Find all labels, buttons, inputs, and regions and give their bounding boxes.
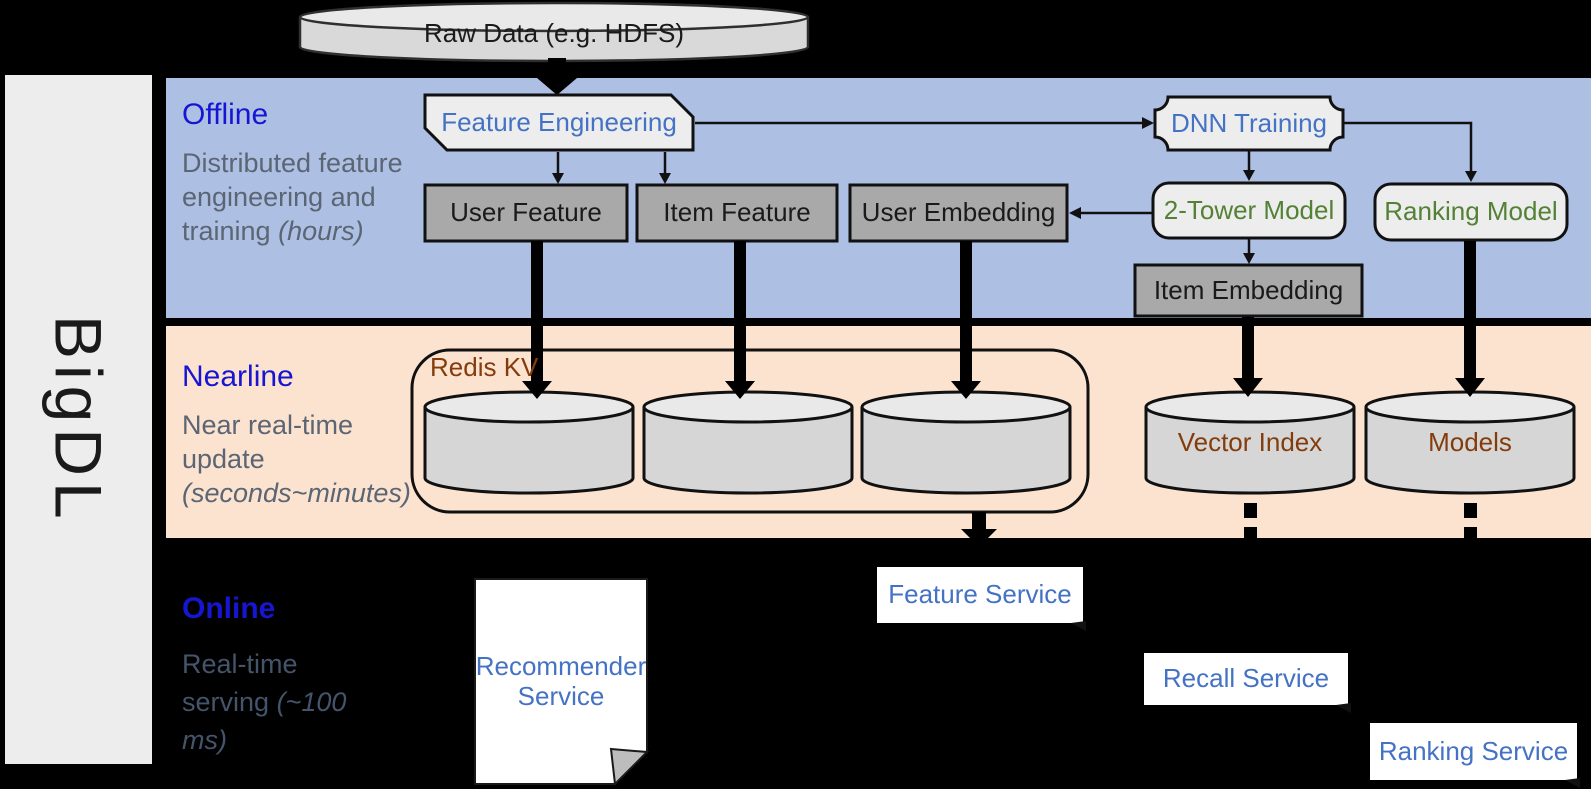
redis-cylinder-3	[860, 390, 1072, 495]
user-embedding-label: User Embedding	[861, 197, 1056, 228]
arrow-user-feature-to-redis	[522, 241, 552, 399]
nearline-desc: Near real-time update (seconds~minutes)	[182, 410, 411, 508]
arrow-item-embedding-to-vector-index	[1233, 317, 1263, 397]
models-dash-2	[1464, 527, 1477, 542]
item-embedding-shape	[1133, 263, 1364, 318]
models-cylinder	[1364, 390, 1576, 495]
arrow-item-feature-to-redis	[725, 241, 755, 399]
user-feature-label: User Feature	[450, 197, 602, 228]
arrow-fe-to-dnn-training	[695, 117, 1154, 129]
recommender-service-label: Recommender Service	[475, 650, 647, 711]
user-feature-shape	[423, 183, 629, 243]
raw-data-label: Raw Data (e.g. HDFS)	[423, 18, 685, 49]
arrow-two-tower-to-item-embedding	[1243, 239, 1255, 264]
item-feature-shape	[635, 183, 839, 243]
raw-data-cylinder	[298, 1, 810, 63]
redis-cylinder-2	[642, 390, 854, 495]
offline-desc: Distributed feature engineering and trai…	[182, 148, 403, 246]
vector-index-dash-2	[1244, 527, 1257, 542]
arrow-user-embedding-to-redis	[951, 241, 981, 399]
arrow-fe-to-item-feature	[659, 152, 671, 184]
redis-cylinder-1	[423, 390, 635, 495]
recommender-service-shape	[474, 578, 650, 787]
item-embedding-label: Item Embedding	[1153, 274, 1344, 305]
models-dash-1	[1464, 503, 1477, 518]
arrow-redis-to-feature-service	[961, 512, 997, 547]
ranking-model-shape	[1373, 182, 1569, 242]
arrow-two-tower-to-user-embedding	[1069, 207, 1152, 219]
two-tower-model-label: 2-Tower Model	[1163, 194, 1335, 225]
arrow-dnn-to-two-tower	[1243, 151, 1255, 181]
recall-service-label: Recall Service	[1162, 663, 1330, 694]
item-feature-label: Item Feature	[663, 197, 811, 228]
feature-service-shape	[877, 567, 1086, 631]
dnn-training-label: DNN Training	[1170, 107, 1328, 138]
feature-engineering-shape	[423, 93, 695, 152]
user-embedding-shape	[848, 183, 1069, 243]
redis-kv-label: Redis KV	[430, 352, 539, 383]
offline-title: Offline	[182, 98, 269, 131]
feature-service-label: Feature Service	[888, 579, 1072, 610]
vector-index-label: Vector Index	[1177, 426, 1323, 457]
arrow-dnn-to-ranking-model	[1344, 121, 1477, 182]
bigdl-logo: BigDL	[41, 314, 116, 525]
arrow-rawdata-to-fe	[537, 58, 577, 95]
vector-index-dash-1	[1244, 503, 1257, 518]
recall-service-shape	[1144, 653, 1351, 713]
dnn-training-shape	[1153, 95, 1345, 152]
nearline-title: Nearline	[182, 360, 294, 393]
ranking-model-label: Ranking Model	[1384, 196, 1558, 227]
arrow-ranking-model-to-models	[1455, 241, 1485, 397]
ranking-service-label: Ranking Service	[1378, 735, 1569, 766]
bigdl-sidebar: BigDL	[5, 75, 152, 764]
two-tower-model-shape	[1151, 181, 1347, 240]
vector-index-cylinder	[1144, 390, 1356, 495]
ranking-service-shape	[1370, 723, 1580, 788]
models-label: Models	[1428, 426, 1512, 457]
arrow-fe-to-user-feature	[552, 152, 564, 184]
feature-engineering-label: Feature Engineering	[441, 106, 677, 137]
online-desc: Real-time serving (~100 ms)	[182, 649, 347, 755]
online-title: Online	[182, 592, 276, 625]
redis-kv-container	[410, 348, 1090, 514]
